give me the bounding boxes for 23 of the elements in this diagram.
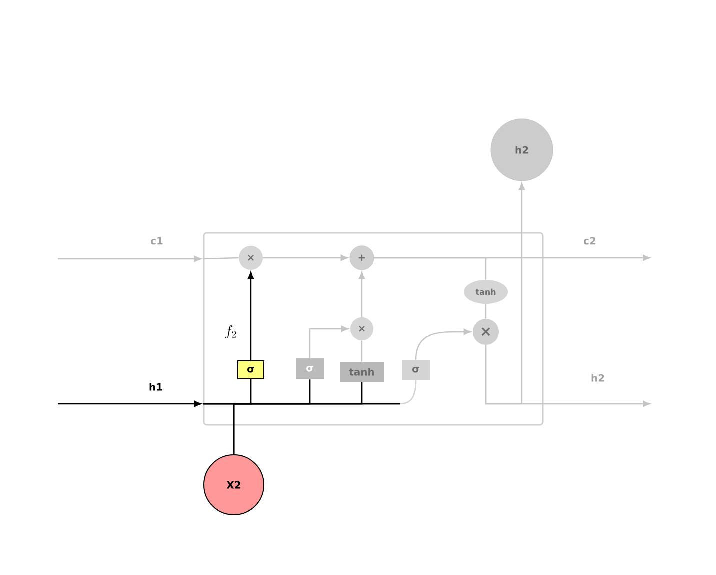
sigma-box: σ — [238, 360, 264, 380]
arrow — [248, 272, 254, 360]
connector-line — [374, 257, 487, 280]
arrow — [309, 326, 349, 358]
sigma-box: σ — [402, 360, 430, 380]
sigma-box: σ — [296, 358, 324, 380]
edge-label: h1 — [150, 383, 162, 391]
arrow — [485, 345, 650, 408]
edge-label: h2 — [592, 374, 604, 382]
arrow — [358, 272, 366, 318]
connector-line — [233, 380, 417, 454]
arrow — [58, 400, 202, 408]
cell-box — [203, 232, 544, 426]
connector-line — [485, 304, 487, 319]
connector-line — [203, 257, 239, 260]
edge-label: c1 — [150, 237, 163, 245]
edge-label: c2 — [584, 237, 596, 245]
tanh-box: tanh — [340, 362, 384, 382]
edge-label: $f_2$ — [226, 325, 236, 339]
connector-line — [361, 340, 363, 362]
arrow — [58, 256, 202, 262]
arrow — [263, 254, 348, 262]
arrow — [415, 328, 472, 360]
